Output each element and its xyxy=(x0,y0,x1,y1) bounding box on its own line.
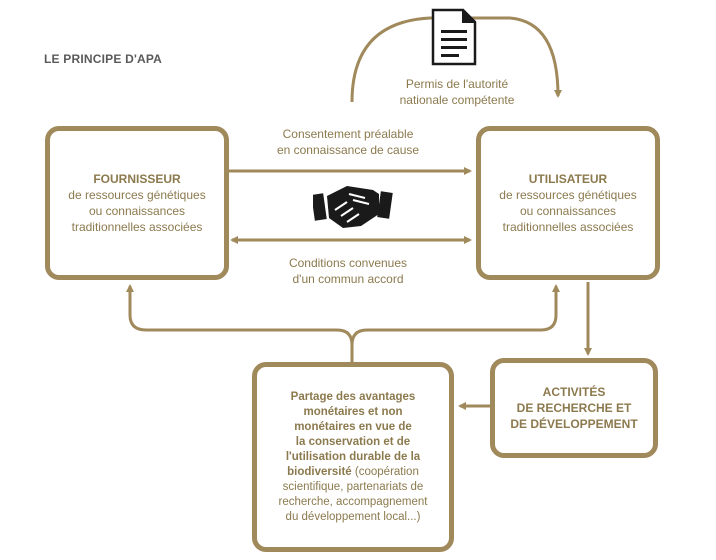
diagram-title: LE PRINCIPE D'APA xyxy=(44,52,163,66)
permit-arrow xyxy=(350,16,562,103)
sharing-line-6: biodiversité (coopération xyxy=(287,465,419,480)
provider-line-1: de ressources génétiques xyxy=(68,188,206,202)
user-line-3: traditionnelles associées xyxy=(502,220,634,234)
research-line-2: DE RECHERCHE ET xyxy=(516,401,632,415)
sharing-biodiversity: biodiversité xyxy=(287,465,352,478)
terms-label: Conditions convenues d'un commun accord xyxy=(248,255,448,287)
permit-line-2: nationale compétente xyxy=(399,93,515,107)
research-line-1: ACTIVITÉS xyxy=(542,385,606,399)
sharing-tail: (coopération xyxy=(351,465,419,478)
sharing-line-9: du développement local...) xyxy=(285,510,421,523)
sharing-line-4: la conservation et de xyxy=(295,435,411,448)
terms-line-1: Conditions convenues xyxy=(288,256,408,270)
sharing-line-8: recherche, accompagnement xyxy=(278,495,428,508)
sharing-return-arrows xyxy=(126,284,354,362)
permit-line-1: Permis de l'autorité xyxy=(405,77,509,91)
provider-line-2: ou connaissances xyxy=(88,204,186,218)
user-box: UTILISATEUR de ressources génétiques ou … xyxy=(476,126,660,280)
permit-label: Permis de l'autorité nationale compétent… xyxy=(372,76,542,108)
provider-heading: FOURNISSEUR xyxy=(93,172,181,186)
sharing-line-2: monétaires et non xyxy=(303,405,403,418)
consent-line-1: Consentement préalable xyxy=(282,127,414,141)
sharing-line-7: scientifique, partenariats de xyxy=(282,480,424,493)
consent-line-2: en connaissance de cause xyxy=(276,143,420,157)
sharing-line-3: monétaires en vue de xyxy=(294,420,412,433)
document-icon xyxy=(431,8,477,66)
provider-line-3: traditionnelles associées xyxy=(71,220,203,234)
provider-box: FOURNISSEUR de ressources génétiques ou … xyxy=(45,126,229,280)
sharing-box: Partage des avantages monétaires et non … xyxy=(252,362,454,552)
research-box: ACTIVITÉS DE RECHERCHE ET DE DÉVELOPPEME… xyxy=(490,358,658,458)
user-heading: UTILISATEUR xyxy=(528,172,608,186)
user-line-1: de ressources génétiques xyxy=(499,188,637,202)
sharing-line-1: Partage des avantages xyxy=(290,390,416,403)
sharing-line-5: l'utilisation durable de la xyxy=(285,450,421,463)
user-line-2: ou connaissances xyxy=(519,204,617,218)
research-line-3: DE DÉVELOPPEMENT xyxy=(510,417,638,431)
terms-line-2: d'un commun accord xyxy=(292,272,404,286)
handshake-icon xyxy=(313,186,393,228)
consent-label: Consentement préalable en connaissance d… xyxy=(248,126,448,158)
